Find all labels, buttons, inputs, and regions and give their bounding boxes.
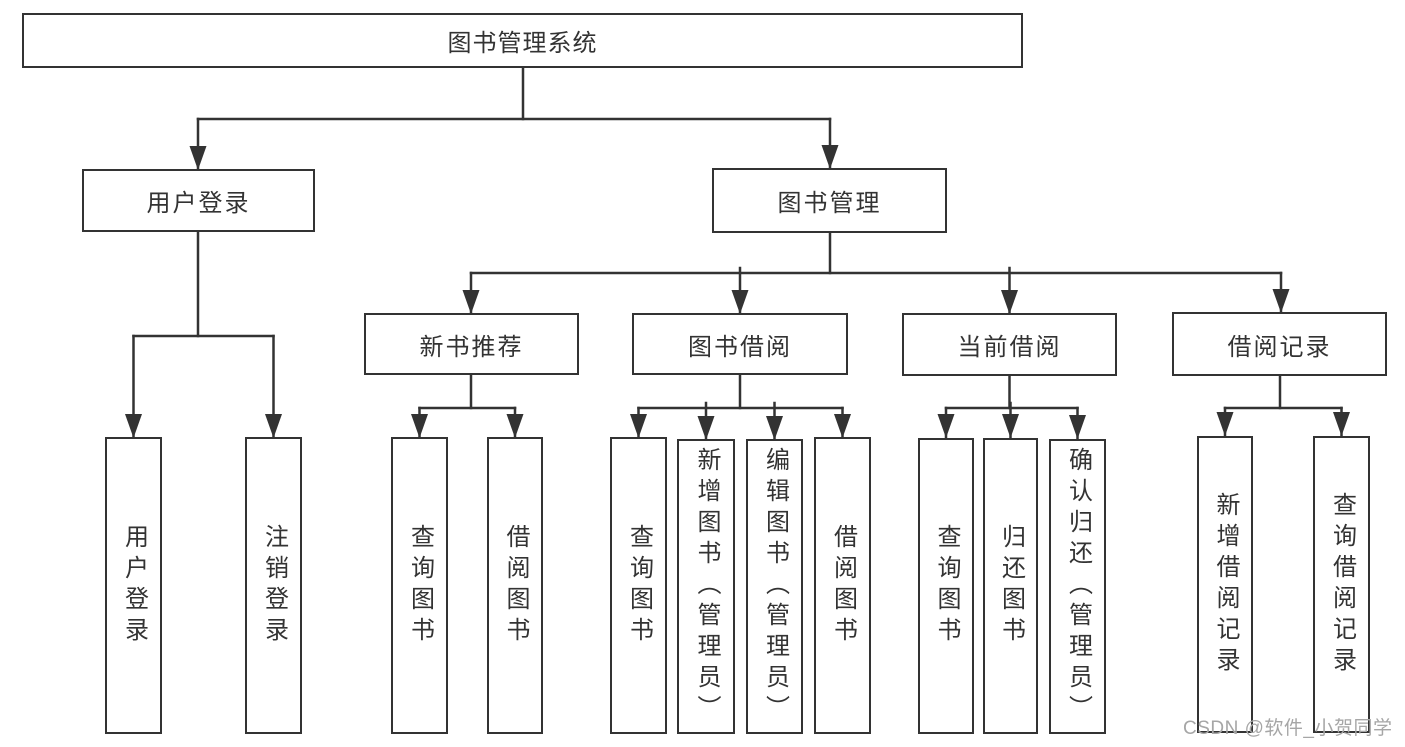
- leaf-cb-confirm-return-admin: 确认归还（管理员）: [1049, 439, 1106, 734]
- leaf-user-login: 用户登录: [105, 437, 162, 734]
- node-current-borrowing: 当前借阅: [902, 313, 1117, 376]
- leaf-bb-borrow-books: 借阅图书: [814, 437, 871, 734]
- leaf-logout: 注销登录: [245, 437, 302, 734]
- node-book-borrowing: 图书借阅: [632, 313, 848, 375]
- node-user-login: 用户登录: [82, 169, 315, 232]
- node-library-management-system: 图书管理系统: [22, 13, 1023, 68]
- leaf-br-query-record: 查询借阅记录: [1313, 436, 1370, 733]
- leaf-nbr-borrow-books: 借阅图书: [487, 437, 543, 734]
- node-book-management: 图书管理: [712, 168, 947, 233]
- leaf-cb-query-books: 查询图书: [918, 438, 974, 734]
- leaf-bb-edit-books-admin: 编辑图书（管理员）: [746, 439, 803, 734]
- leaf-bb-add-books-admin: 新增图书（管理员）: [677, 439, 735, 734]
- leaf-br-add-record: 新增借阅记录: [1197, 436, 1253, 733]
- watermark: CSDN @软件_小贺同学: [1183, 718, 1393, 739]
- leaf-bb-query-books: 查询图书: [610, 437, 667, 734]
- leaf-nbr-query-books: 查询图书: [391, 437, 448, 734]
- node-borrowing-records: 借阅记录: [1172, 312, 1387, 376]
- leaf-cb-return-books: 归还图书: [983, 438, 1038, 734]
- node-new-book-recommendation: 新书推荐: [364, 313, 579, 375]
